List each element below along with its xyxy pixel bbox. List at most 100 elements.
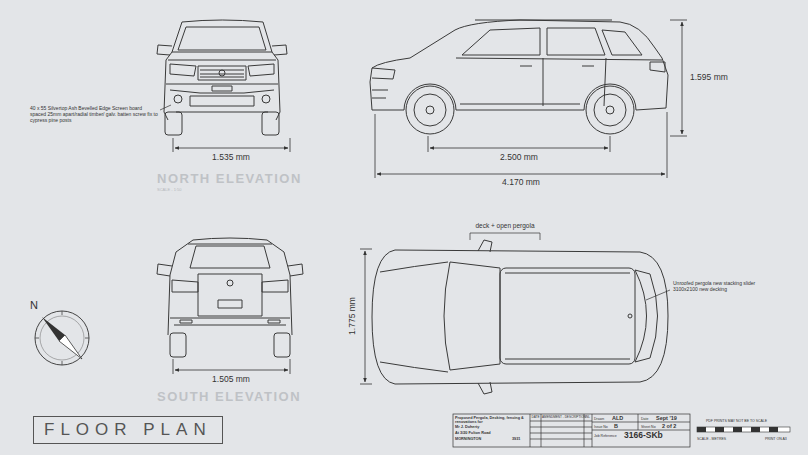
- drawing-line: [175, 148, 288, 149]
- drawing-line: [406, 86, 454, 134]
- drawing-line: [40, 316, 84, 360]
- drawing-line: [157, 264, 172, 276]
- drawing-line: [462, 28, 540, 55]
- note: deck + open pergola: [475, 222, 534, 229]
- drawing-line: [274, 333, 290, 357]
- title-cell: B: [614, 423, 618, 429]
- drawing-line: [200, 70, 244, 77]
- drawing-line: [174, 95, 182, 103]
- dimension: 1.775 mm: [348, 297, 358, 335]
- title-block: [453, 414, 690, 447]
- drawing-line: [35, 311, 89, 365]
- front-view: [157, 20, 287, 135]
- drawing-line: [59, 335, 82, 359]
- view-title: NORTH ELEVATION: [157, 172, 302, 187]
- drawing-line: [360, 249, 372, 384]
- drawing-line: [650, 62, 665, 72]
- drawing-line: [375, 112, 667, 178]
- drawing-line: [592, 414, 690, 430]
- drawing-line: [174, 325, 286, 326]
- drawing-line: [262, 112, 279, 135]
- drawing-line: [697, 427, 706, 432]
- drawing-line: [178, 27, 266, 50]
- title-cell: MORNINGTON: [455, 437, 481, 441]
- title-cell: Sept '19: [656, 415, 677, 421]
- drawing-line: [168, 60, 276, 61]
- drawing-line: [157, 45, 172, 55]
- drawing-line: [173, 359, 290, 374]
- drawing-line: [460, 104, 580, 105]
- drawing-line: [188, 244, 272, 245]
- drawing-line: [505, 273, 630, 359]
- drawing-line: [475, 20, 612, 21]
- title-cell: Sheet No: [641, 425, 656, 429]
- drawing-line: [697, 427, 790, 432]
- drawing-line: [478, 382, 492, 394]
- dimension: 1.535 mm: [212, 153, 250, 163]
- drawing-line: [166, 84, 278, 85]
- drawing-line: [370, 20, 668, 110]
- drawing-line: [172, 280, 198, 292]
- drawing-line: [543, 58, 606, 106]
- drawing-line: [372, 90, 388, 98]
- drawing-line: [170, 318, 290, 319]
- drawing-line: [160, 105, 171, 110]
- drawing-line: [219, 70, 225, 76]
- drawing-line: [428, 136, 610, 152]
- dimension-lines: [173, 20, 687, 384]
- drawing-line: [606, 106, 614, 114]
- dimension: 1.505 mm: [212, 375, 250, 385]
- table-header: DATE: [532, 416, 540, 420]
- drawing-line: [594, 94, 626, 126]
- side-view: [370, 20, 668, 134]
- plan-title-box: FLOOR PLAN: [33, 416, 223, 444]
- title-cell: Mr J. Doherty: [455, 425, 479, 429]
- title-cell: 2 of 2: [662, 423, 676, 429]
- drawing-line: [170, 333, 186, 357]
- drawing-line: [272, 52, 280, 120]
- drawing-line: [715, 427, 724, 432]
- drawing-line: [170, 90, 274, 93]
- drawing-line: [165, 112, 182, 135]
- title-cell: Issue No: [594, 425, 608, 429]
- drawing-line: [248, 64, 274, 76]
- compass: [35, 311, 89, 365]
- drawing-line: [628, 314, 632, 318]
- drawing-line: [176, 112, 268, 113]
- drawing-line: [682, 22, 683, 134]
- drawing-line: [365, 251, 366, 382]
- drawing-line: [262, 280, 288, 292]
- drawing-line: [198, 274, 262, 316]
- drawing-line: [172, 22, 272, 52]
- drawing-line: [35, 311, 89, 365]
- drawing-line: [372, 68, 395, 79]
- drawing-line: [470, 233, 540, 240]
- table-header: AMENDMENT - DESCRIPTION: [542, 416, 586, 420]
- scale-note: SCALE - 1:50: [157, 188, 181, 193]
- drawing-line: [193, 238, 267, 240]
- drawing-line: [530, 421, 592, 439]
- drawing-line: [180, 320, 192, 323]
- drawing-line: [164, 52, 172, 120]
- drawing-line: [646, 290, 670, 300]
- drawing-line: [635, 270, 658, 362]
- drawing-line: [602, 30, 642, 55]
- scale-note: PRINT ON A3: [765, 437, 787, 441]
- drawing-line: [733, 427, 742, 432]
- drawing-line: [212, 86, 232, 91]
- drawing-line: [262, 95, 270, 103]
- job-reference: 3166-SKb: [624, 431, 663, 441]
- drawing-line: [288, 264, 303, 276]
- drawing-line: [453, 414, 690, 447]
- scale-bar: [697, 427, 790, 432]
- drawing-line: [456, 58, 662, 60]
- drawing-line: [547, 28, 605, 55]
- plan-title: FLOOR PLAN: [44, 420, 212, 439]
- scale-note: PDF PRINTS MAY NOT BE TO SCALE: [706, 419, 767, 423]
- drawing-line: [218, 300, 242, 308]
- drawing-line: [444, 262, 500, 370]
- view-title: SOUTH ELEVATION: [157, 390, 301, 405]
- drawing-line: [670, 20, 687, 136]
- dimension: 4.170 mm: [502, 178, 540, 188]
